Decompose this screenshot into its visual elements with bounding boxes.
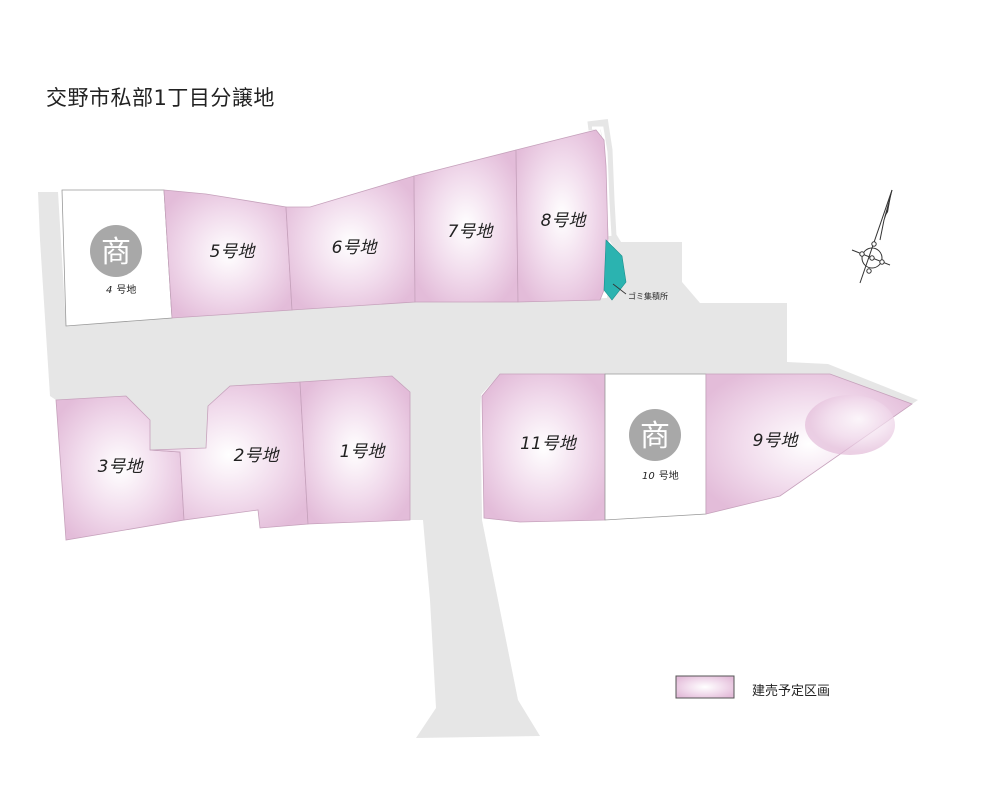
lot-1 — [299, 375, 411, 525]
road-main — [38, 192, 918, 520]
lot-5-label: 5号地 — [210, 242, 257, 262]
lot-2-label: 2号地 — [234, 446, 281, 466]
road-narrow-path — [587, 118, 626, 255]
garbage-label: ゴミ集積所 — [628, 291, 668, 301]
road-south — [410, 372, 540, 738]
lot-6-label: 6号地 — [332, 238, 379, 258]
lot-11-label: 11号地 — [520, 434, 578, 454]
lot-8-label: 8号地 — [541, 211, 588, 231]
page-title: 交野市私部1丁目分譲地 — [46, 86, 275, 110]
garbage-area — [603, 239, 627, 301]
commercial-badge-lot4: 商 — [90, 225, 142, 277]
lot-3-label: 3号地 — [98, 457, 145, 477]
legend-swatch — [675, 675, 735, 699]
legend-label: 建売予定区画 — [752, 684, 831, 699]
lot-7-label: 7号地 — [448, 222, 495, 242]
commercial-badge-text: 商 — [101, 235, 131, 270]
lot-9-label: 9号地 — [753, 431, 800, 451]
lot-8 — [515, 129, 609, 303]
roads — [38, 118, 918, 738]
commercial-badge-lot10: 商 — [629, 409, 681, 461]
garbage-leader-line — [612, 283, 627, 295]
commercial-badge-text: 商 — [640, 419, 670, 454]
compass-icon — [851, 189, 893, 284]
lot-1-label: 1号地 — [340, 442, 387, 462]
